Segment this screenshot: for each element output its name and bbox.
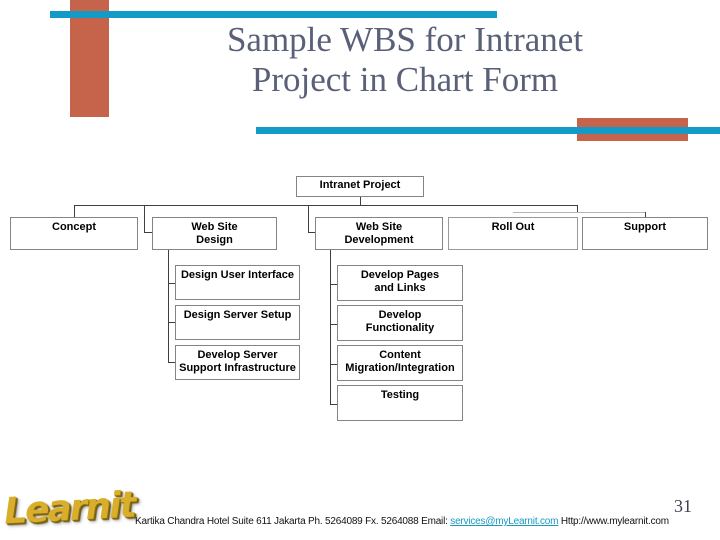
slide-title-line1: Sample WBS for Intranet	[226, 20, 584, 59]
wbs-box-web-site-design: Web Site Design	[152, 217, 277, 250]
footer-website: Http://www.mylearnit.com	[558, 516, 669, 527]
connector-design-substub-3	[168, 362, 175, 363]
wbs-box-develop-server-support-infrastructure: Develop Server Support Infrastructure	[175, 345, 300, 380]
wbs-box-content-migration-integration: Content Migration/Integration	[337, 345, 463, 381]
wbs-box-design-server-setup: Design Server Setup	[175, 305, 300, 340]
wbs-box-develop-functionality: Develop Functionality	[337, 305, 463, 341]
wbs-box-develop-pages-and-links: Develop Pages and Links	[337, 265, 463, 301]
left-accent-bar	[70, 0, 109, 117]
footer-address: Kartika Chandra Hotel Suite 611 Jakarta …	[135, 516, 451, 527]
connector-main-horizontal	[74, 205, 578, 206]
connector-development-stub	[308, 232, 315, 233]
connector-development-substub-1	[330, 284, 337, 285]
connector-right-end-drop	[577, 205, 578, 213]
footer-email-link[interactable]: services@myLearnit.com	[450, 516, 559, 527]
footer-contact-line: Kartika Chandra Hotel Suite 611 Jakarta …	[135, 516, 717, 527]
connector-rollout-support-branch	[513, 212, 645, 213]
wbs-box-testing: Testing	[337, 385, 463, 421]
connector-support-drop	[645, 212, 646, 218]
connector-design-drop	[144, 205, 145, 233]
learnit-logo: Learnit	[3, 484, 136, 533]
connector-design-subtree-vertical	[168, 250, 169, 362]
connector-development-subtree-vertical	[330, 250, 331, 404]
connector-development-drop	[308, 205, 309, 233]
connector-development-substub-3	[330, 364, 337, 365]
wbs-box-design-user-interface: Design User Interface	[175, 265, 300, 300]
connector-development-substub-4	[330, 404, 337, 405]
wbs-box-roll-out: Roll Out	[448, 217, 578, 250]
top-accent-line	[50, 11, 497, 18]
bottom-accent-line	[256, 127, 720, 134]
page-number: 31	[674, 496, 692, 516]
wbs-box-concept: Concept	[10, 217, 138, 250]
wbs-box-support: Support	[582, 217, 708, 250]
connector-concept-drop	[74, 205, 75, 218]
connector-design-substub-2	[168, 322, 175, 323]
wbs-box-intranet-project: Intranet Project	[296, 176, 424, 197]
slide-title: Sample WBS for Intranet Project in Chart…	[150, 20, 660, 100]
connector-design-substub-1	[168, 283, 175, 284]
slide-title-line2: Project in Chart Form	[251, 60, 559, 99]
wbs-box-web-site-development: Web Site Development	[315, 217, 443, 250]
connector-design-stub	[144, 232, 152, 233]
connector-root-drop	[360, 197, 361, 205]
connector-development-substub-2	[330, 324, 337, 325]
